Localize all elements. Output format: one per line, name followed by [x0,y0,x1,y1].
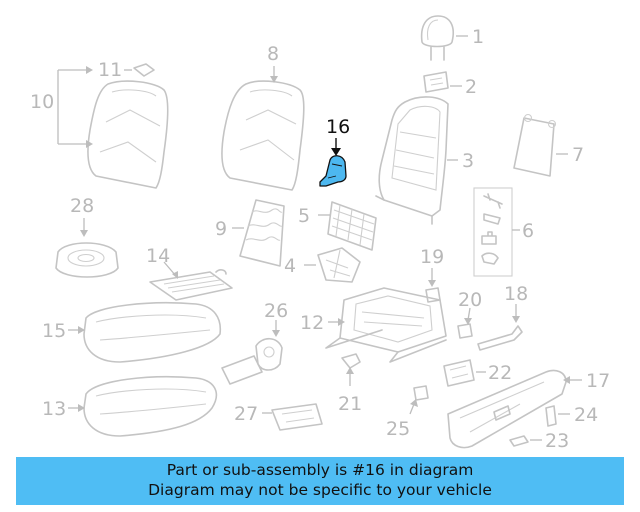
part-number-9: 9 [215,218,227,240]
part-18-lever[interactable] [477,304,523,351]
part-25-knob[interactable] [409,385,429,415]
part-14-heater-mat[interactable] [149,261,233,301]
part-number-19: 19 [420,246,444,268]
part-5-lumbar-support[interactable] [318,201,377,251]
part-number-3: 3 [462,150,474,172]
part-number-17: 17 [586,370,610,392]
part-number-27: 27 [234,403,258,425]
part-10-seatback-cover[interactable] [57,66,169,189]
part-number-14: 14 [146,245,170,267]
part-number-23: 23 [545,430,569,452]
part-19-clip[interactable] [425,268,441,303]
part-number-20: 20 [458,289,482,311]
part-12-seat-frame[interactable] [325,287,447,363]
part-number-6: 6 [522,220,534,242]
part-4-lumbar-bracket[interactable] [304,247,361,283]
part-number-11: 11 [98,59,122,81]
part-8-seatback-cushion[interactable] [221,66,305,191]
part-number-21: 21 [338,393,362,415]
part-number-15: 15 [42,320,66,342]
part-number-5: 5 [298,205,310,227]
part-27-bracket[interactable] [262,403,323,431]
part-number-22: 22 [488,362,512,384]
part-22-switch[interactable] [443,359,486,387]
part-28-module[interactable] [55,218,119,278]
part-number-26: 26 [264,300,288,322]
part-number-4: 4 [284,255,296,277]
part-number-10: 10 [30,91,54,113]
part-number-16: 16 [326,116,350,138]
banner-line-part-info: Part or sub-assembly is #16 in diagram [166,461,474,479]
part-number-2: 2 [465,76,477,98]
part-number-13: 13 [42,398,66,420]
part-number-28: 28 [70,195,94,217]
part-13-cushion-cover[interactable] [68,375,218,437]
part-3-seatback-frame[interactable] [375,96,458,225]
part-23-cap[interactable] [509,435,542,447]
part-17-side-shield[interactable] [447,369,582,449]
part-15-seat-cushion[interactable] [68,301,222,363]
part-number-1: 1 [472,26,484,48]
part-9-heater-pad[interactable] [232,199,285,267]
part-21-cap[interactable] [341,353,361,386]
part-number-12: 12 [300,312,324,334]
part-6-clip-set[interactable] [473,187,520,277]
part-1-headrest[interactable] [420,15,468,61]
info-banner: Part or sub-assembly is #16 in diagram D… [16,457,624,505]
part-11-clip[interactable] [124,63,155,77]
banner-line-disclaimer: Diagram may not be specific to your vehi… [148,481,492,499]
part-24-button[interactable] [545,405,570,427]
part-number-7: 7 [572,144,584,166]
part-26-motor[interactable] [221,320,283,385]
part-number-24: 24 [574,404,598,426]
part-2-headrest-guide[interactable] [423,71,462,93]
part-16-highlighted[interactable] [319,138,347,187]
part-7-back-panel[interactable] [513,113,568,177]
part-number-18: 18 [504,283,528,305]
part-number-25: 25 [386,418,410,440]
part-20-cover[interactable] [457,307,473,339]
part-number-8: 8 [267,43,279,65]
